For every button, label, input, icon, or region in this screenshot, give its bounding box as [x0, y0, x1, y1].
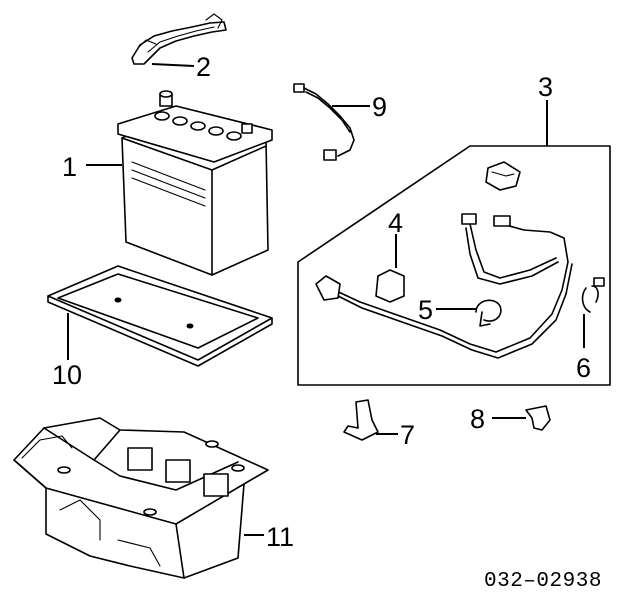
callout-7: 7: [400, 420, 415, 450]
callout-6: 6: [576, 353, 591, 383]
part-4-cable-clip: [375, 234, 405, 303]
part-5-cable-clamp: [436, 299, 502, 327]
diagram-code: 032–02938: [484, 570, 602, 593]
part-7-bracket: [343, 399, 398, 441]
callout-2: 2: [196, 52, 211, 82]
part-1-battery: [86, 90, 273, 276]
part-10-battery-tray: [47, 265, 273, 367]
part-9-ground-cable: [293, 83, 370, 161]
callout-11: 11: [266, 522, 294, 552]
callout-3: 3: [538, 72, 553, 102]
part-6-terminal-lead: [581, 277, 605, 348]
part-11-battery-box: [13, 417, 269, 579]
callout-5: 5: [418, 295, 433, 325]
callout-8: 8: [470, 404, 485, 434]
part-3-cable-assembly: [297, 100, 611, 386]
callout-9: 9: [372, 92, 387, 122]
callout-4: 4: [388, 208, 403, 238]
callout-10: 10: [52, 360, 82, 390]
callout-1: 1: [62, 152, 77, 182]
part-8-small-bracket: [492, 405, 551, 431]
part-2-battery-clamp: [131, 13, 227, 67]
